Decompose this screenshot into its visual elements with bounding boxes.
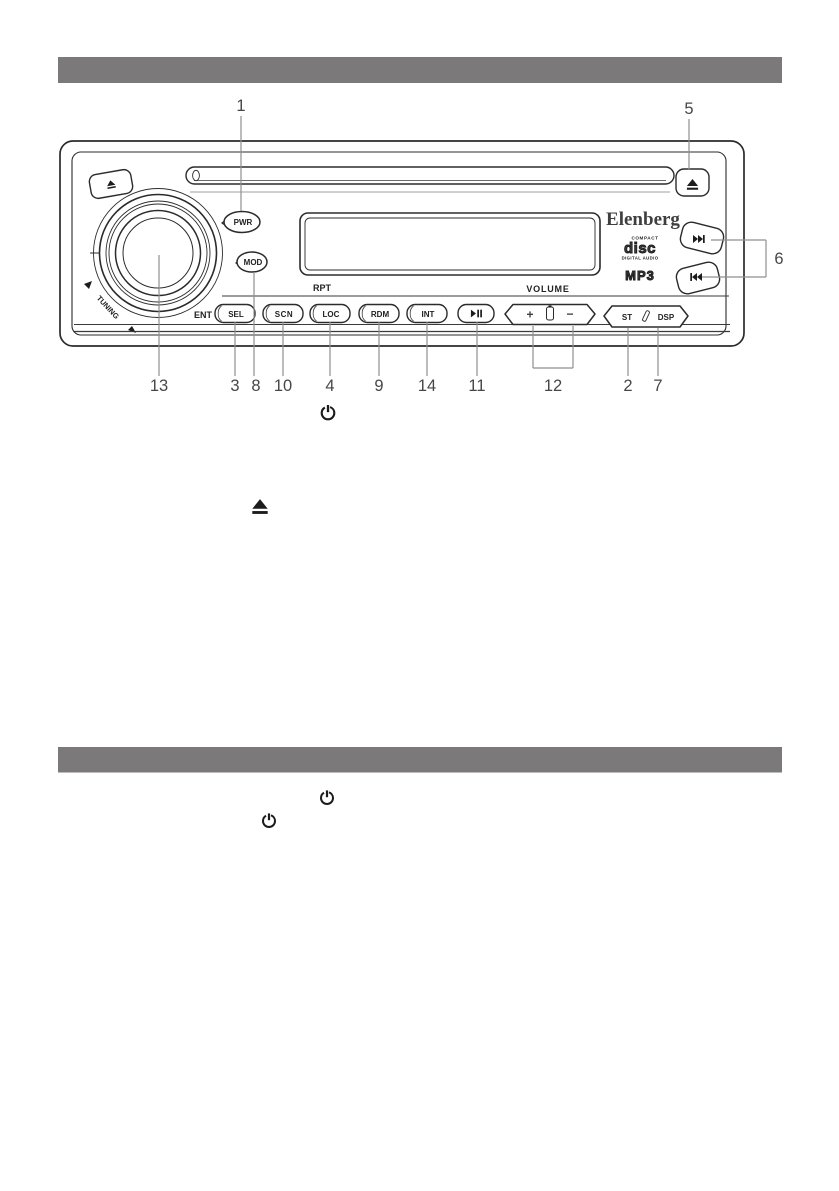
- tuning-volume-knob: TUNING: [84, 188, 223, 333]
- callout-9: 9: [374, 377, 383, 395]
- power-icon: [261, 812, 277, 829]
- callout-numbers: 1 5 6 13 3 8 10 4 9 14 11 12 2 7: [150, 97, 784, 395]
- mod-button: MOD: [235, 251, 268, 273]
- seek-forward-button: [679, 221, 725, 255]
- mp3-logo: MP3: [625, 268, 655, 283]
- compact-disc-logo: COMPACT disc DIGITAL AUDIO: [622, 236, 659, 261]
- car-stereo-diagram: TUNING PWR MOD Elenberg COMPACT disc DIG…: [59, 140, 745, 347]
- callout-3: 3: [230, 377, 239, 395]
- callout-5: 5: [684, 100, 693, 118]
- scn-button: SCN: [262, 303, 304, 324]
- volume-rocker: + −: [504, 303, 596, 326]
- seek-back-button: [675, 261, 721, 295]
- callout-12: 12: [544, 377, 562, 395]
- volume-label: VOLUME: [526, 284, 569, 294]
- panel-release-button: [88, 168, 134, 200]
- brand-logo: Elenberg: [606, 209, 680, 230]
- rdm-button: RDM: [358, 303, 400, 324]
- callout-leaders: [158, 116, 767, 376]
- int-button: INT: [406, 303, 448, 324]
- callout-14: 14: [418, 377, 436, 395]
- cd-logo-bottom: DIGITAL AUDIO: [622, 256, 659, 261]
- callout-1: 1: [236, 97, 245, 115]
- ent-label: ENT: [194, 310, 213, 320]
- volume-minus-label: −: [566, 307, 573, 321]
- callout-2: 2: [623, 377, 632, 395]
- loc-button: LOC: [309, 303, 351, 324]
- st-dsp-panel: ST DSP: [603, 305, 689, 328]
- callout-10: 10: [274, 377, 292, 395]
- callout-7: 7: [653, 377, 662, 395]
- battery-icon: [546, 305, 554, 321]
- rpt-label: RPT: [313, 283, 332, 293]
- section-bar-bottom: [58, 747, 782, 773]
- cd-logo-word: disc: [624, 240, 656, 257]
- sel-button: SEL: [214, 303, 256, 324]
- pwr-button: PWR: [220, 210, 261, 234]
- volume-plus-label: +: [526, 308, 533, 322]
- dsp-label: DSP: [658, 313, 675, 322]
- cd-logo-top: COMPACT: [631, 236, 658, 241]
- mod-label: MOD: [244, 258, 263, 267]
- cd-slot: [185, 166, 675, 185]
- pwr-label: PWR: [234, 218, 253, 227]
- st-label: ST: [622, 313, 632, 322]
- callout-13: 13: [150, 377, 168, 395]
- section-bar-top: [58, 57, 782, 83]
- callout-11: 11: [468, 377, 485, 395]
- tuning-arrow-left: [84, 281, 92, 289]
- power-icon: [319, 789, 335, 806]
- display-window-inner: [304, 217, 596, 271]
- cd-slot-end-detail: [192, 169, 200, 182]
- callout-4: 4: [325, 377, 334, 395]
- rdm-label: RDM: [371, 310, 390, 319]
- scn-label: SCN: [275, 310, 293, 319]
- int-label: INT: [422, 310, 435, 319]
- callout-6: 6: [774, 250, 783, 268]
- callout-8: 8: [251, 377, 260, 395]
- eject-icon: [252, 499, 268, 514]
- power-icon: [320, 403, 336, 421]
- play-pause-button: [457, 303, 495, 324]
- pencil-icon: [642, 310, 650, 322]
- loc-label: LOC: [323, 310, 340, 319]
- sel-label: SEL: [228, 310, 244, 319]
